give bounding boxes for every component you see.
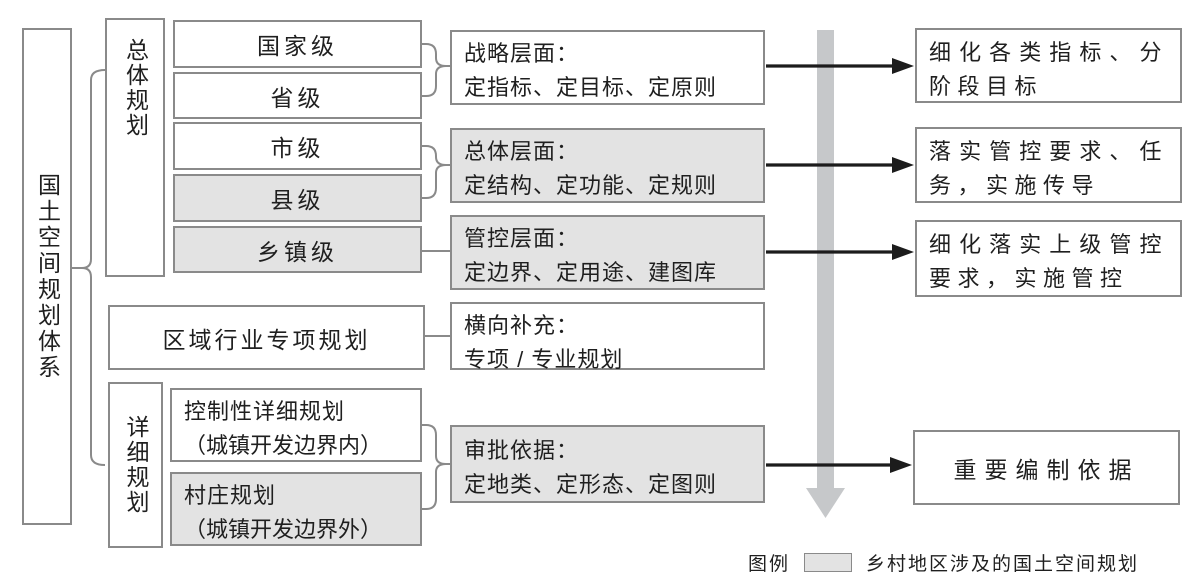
legend-swatch: [804, 553, 853, 572]
detail-box-village: 村庄规划 （城镇开发边界外）: [170, 472, 422, 546]
arrow-approval-outcome: [766, 457, 912, 473]
function-box-strategic: 战略层面： 定指标、定目标、定原则: [450, 30, 765, 105]
level-box-national: 国家级: [173, 20, 422, 68]
function-detail: 定地类、定形态、定图则: [464, 472, 718, 497]
level-label: 国家级: [257, 33, 338, 59]
overall-planning-group-box: 总体规划: [105, 18, 165, 277]
function-box-approval: 审批依据： 定地类、定形态、定图则: [450, 425, 765, 503]
outcome-box-implementation: 落实管控要求、任务，实施传导: [915, 127, 1182, 203]
brace-root-groups: [72, 69, 106, 466]
function-title: 横向补充：: [464, 313, 580, 338]
function-detail: 定指标、定目标、定原则: [464, 75, 718, 100]
level-box-township: 乡镇级: [173, 226, 422, 273]
outcome-box-control: 细化落实上级管控要求，实施管控: [915, 220, 1182, 297]
arrow-control-outcome: [766, 244, 914, 260]
function-title: 管控层面：: [464, 226, 580, 251]
root-box: 国土空间规划体系: [22, 28, 72, 525]
regional-planning-label: 区域行业专项规划: [162, 326, 371, 353]
flow-down-arrow: [806, 30, 845, 518]
detail-line1: 控制性详细规划: [184, 399, 346, 424]
detailed-planning-label: 详细规划: [123, 415, 149, 515]
function-box-supplement: 横向补充： 专项 / 专业规划: [450, 302, 765, 372]
outcome-box-basis: 重要编制依据: [913, 430, 1180, 505]
legend: 图例 乡村地区涉及的国土空间规划: [748, 549, 1139, 576]
function-box-overall: 总体层面： 定结构、定功能、定规则: [450, 128, 765, 203]
level-box-county: 县级: [173, 174, 422, 222]
outcome-text: 细化落实上级管控要求，实施管控: [929, 232, 1168, 291]
function-box-control: 管控层面： 定边界、定用途、建图库: [450, 215, 765, 290]
arrow-strategic-outcome: [766, 58, 914, 74]
function-detail: 定结构、定功能、定规则: [464, 173, 718, 198]
outcome-text: 重要编制依据: [953, 456, 1140, 483]
level-box-provincial: 省级: [173, 72, 422, 119]
detailed-planning-group-box: 详细规划: [108, 382, 163, 548]
legend-text: 乡村地区涉及的国土空间规划: [866, 554, 1140, 575]
brace-national-provincial: [422, 43, 450, 97]
level-label: 省级: [270, 84, 325, 111]
root-label: 国土空间规划体系: [34, 172, 61, 381]
detail-line1: 村庄规划: [184, 483, 277, 508]
brace-city-county: [422, 145, 450, 199]
level-label: 市级: [270, 135, 325, 161]
regional-planning-box: 区域行业专项规划: [108, 305, 425, 370]
function-title: 总体层面：: [464, 139, 580, 164]
outcome-text: 落实管控要求、任务，实施传导: [929, 139, 1168, 198]
detail-box-regulatory: 控制性详细规划 （城镇开发边界内）: [170, 388, 422, 462]
brace-detailed-approval: [422, 424, 450, 510]
detail-line2: （城镇开发边界内）: [184, 433, 383, 458]
outcome-box-indicators: 细化各类指标、分阶段目标: [915, 28, 1182, 103]
function-title: 战略层面：: [464, 41, 580, 66]
function-detail: 定边界、定用途、建图库: [464, 260, 718, 285]
function-title: 审批依据：: [464, 438, 580, 463]
overall-planning-label: 总体规划: [122, 38, 149, 138]
arrow-overall-outcome: [766, 157, 914, 173]
legend-label: 图例: [748, 554, 791, 575]
outcome-text: 细化各类指标、分阶段目标: [929, 40, 1168, 99]
level-label: 县级: [270, 187, 325, 213]
level-label: 乡镇级: [257, 238, 338, 265]
detail-line2: （城镇开发边界外）: [184, 517, 383, 542]
function-detail: 专项 / 专业规划: [464, 347, 624, 372]
level-box-city: 市级: [173, 122, 422, 170]
